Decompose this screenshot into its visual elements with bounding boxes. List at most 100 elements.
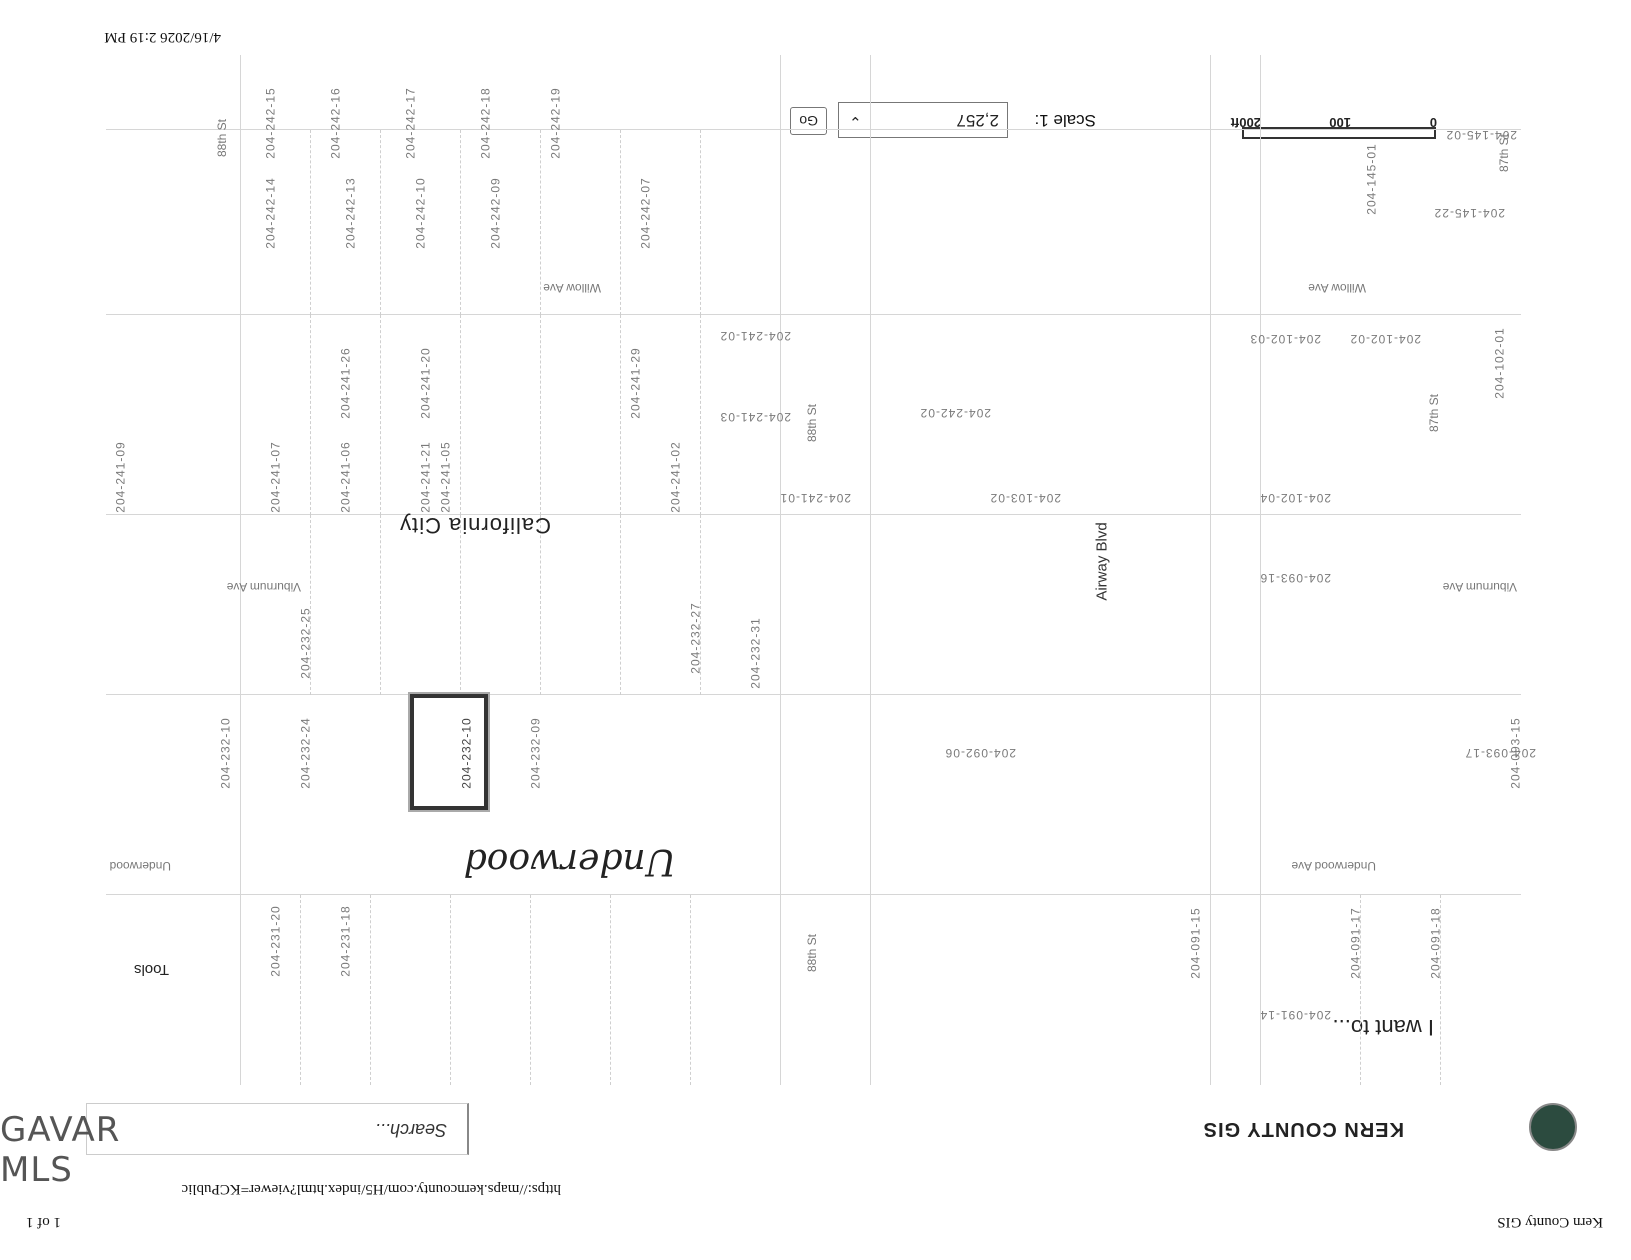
- parcel-label: 204-103-02: [989, 491, 1061, 505]
- parcel-label: 204-091-18: [1428, 907, 1443, 979]
- lot-line: [620, 130, 621, 315]
- street-label-willow-ave: Willow Ave: [1308, 281, 1366, 295]
- parcel-label: 204-091-14: [1259, 1008, 1331, 1022]
- parcel-label: 204-145-01: [1364, 143, 1379, 215]
- street-label-88th-st: 88th St: [804, 933, 819, 973]
- street-label-viburnum-ave: Viburnum Ave: [1442, 580, 1517, 594]
- search-placeholder: Search...: [374, 1120, 447, 1140]
- lot-line: [620, 315, 621, 515]
- lot-line: [700, 315, 701, 515]
- lot-line: [530, 895, 531, 1085]
- parcel-label: 204-232-31: [748, 617, 763, 689]
- parcel-label-selected: 204-232-10: [459, 717, 474, 789]
- road-line: [1260, 55, 1261, 1085]
- parcel-label: 204-102-03: [1249, 332, 1321, 346]
- handwritten-note: Underwood: [463, 841, 676, 882]
- parcel-label: 204-145-02: [1445, 128, 1517, 142]
- parcel-label: 204-242-14: [263, 177, 278, 249]
- parcel-label: 204-102-01: [1492, 327, 1507, 399]
- parcel-label: 204-241-05: [438, 441, 453, 513]
- parcel-label: 204-241-02: [668, 441, 683, 513]
- parcel-label: 204-093-17: [1464, 746, 1536, 760]
- road-line: [106, 314, 1521, 315]
- print-header-right: 1 of 1: [26, 1214, 61, 1230]
- road-line: [106, 694, 1521, 695]
- parcel-label: 204-232-24: [298, 717, 313, 789]
- parcel-label: 204-242-16: [328, 87, 343, 159]
- parcel-label: 204-242-10: [413, 177, 428, 249]
- road-line: [240, 55, 241, 1085]
- street-label-87th-st: 87th St: [1426, 393, 1441, 433]
- street-label-airway-blvd: Airway Blvd: [1093, 522, 1111, 601]
- parcel-label: 204-091-15: [1188, 907, 1203, 979]
- parcel-label: 204-242-18: [478, 87, 493, 159]
- lot-line: [380, 515, 381, 695]
- lot-line: [540, 315, 541, 515]
- app-title: KERN COUNTY GIS: [1202, 1118, 1404, 1140]
- lot-line: [540, 515, 541, 695]
- parcel-label: 204-241-01: [779, 491, 851, 505]
- parcel-label: 204-241-07: [268, 441, 283, 513]
- street-label-underwood-ave: Underwood Ave: [1291, 859, 1376, 873]
- street-label-underwood: Underwood: [109, 859, 171, 873]
- parcel-label: 204-241-26: [338, 347, 353, 419]
- lot-line: [700, 130, 701, 315]
- parcel-label: 204-241-20: [418, 347, 433, 419]
- lot-line: [450, 895, 451, 1085]
- parcel-label: 204-242-19: [548, 87, 563, 159]
- parcel-label: 204-091-17: [1348, 907, 1363, 979]
- road-line: [106, 129, 1521, 130]
- street-label-88th-st: 88th St: [214, 118, 229, 158]
- road-line: [870, 55, 871, 1085]
- street-label-88th-st: 88th St: [804, 403, 819, 443]
- parcel-label: 204-242-13: [343, 177, 358, 249]
- lot-line: [370, 895, 371, 1085]
- parcel-label: 204-093-16: [1259, 571, 1331, 585]
- parcel-label: 204-145-22: [1433, 206, 1505, 220]
- lot-line: [460, 515, 461, 695]
- parcel-label: 204-241-09: [113, 441, 128, 513]
- lot-line: [380, 130, 381, 315]
- parcel-label: 204-241-03: [719, 410, 791, 424]
- lot-line: [380, 315, 381, 515]
- street-label-willow-ave: Willow Ave: [543, 281, 601, 295]
- lot-line: [690, 895, 691, 1085]
- print-footer-datetime: 4/16/2026 2:19 PM: [104, 29, 221, 45]
- parcel-label: 204-242-15: [263, 87, 278, 159]
- lot-line: [620, 515, 621, 695]
- parcel-label: 204-102-02: [1349, 332, 1421, 346]
- lot-line: [460, 315, 461, 515]
- lot-line: [460, 130, 461, 315]
- parcel-label: 204-232-09: [528, 717, 543, 789]
- parcel-label: 204-232-27: [688, 602, 703, 674]
- lot-line: [610, 895, 611, 1085]
- parcel-label: 204-242-07: [638, 177, 653, 249]
- lot-line: [310, 130, 311, 315]
- parcel-label: 204-242-17: [403, 87, 418, 159]
- parcel-label: 204-092-06: [944, 746, 1016, 760]
- parcel-label: 204-241-02: [719, 329, 791, 343]
- parcel-label: 204-232-10: [218, 717, 233, 789]
- place-label-california-city: California City: [399, 513, 551, 538]
- print-footer-url: https://maps.kerncounty.com/H5/index.htm…: [181, 1181, 561, 1197]
- parcel-label: 204-231-18: [338, 905, 353, 977]
- road-line: [780, 55, 781, 1085]
- selected-parcel-highlight[interactable]: 204-232-10: [410, 694, 488, 810]
- road-line: [106, 514, 1521, 515]
- parcel-label: 204-232-25: [298, 607, 313, 679]
- parcel-label: 204-242-09: [488, 177, 503, 249]
- parcel-label: 204-102-04: [1259, 491, 1331, 505]
- road-line: [106, 894, 1521, 895]
- app-logo: [1529, 1103, 1577, 1151]
- street-label-viburnum-ave: Viburnum Ave: [226, 580, 301, 594]
- lot-line: [300, 895, 301, 1085]
- map-canvas[interactable]: [106, 55, 1521, 1085]
- parcel-label: 204-241-29: [628, 347, 643, 419]
- road-line: [1210, 55, 1211, 1085]
- parcel-label: 204-241-06: [338, 441, 353, 513]
- parcel-label: 204-241-21: [418, 441, 433, 513]
- lot-line: [540, 130, 541, 315]
- mls-watermark: GAVAR MLS: [0, 1110, 121, 1190]
- parcel-label: 204-231-20: [268, 905, 283, 977]
